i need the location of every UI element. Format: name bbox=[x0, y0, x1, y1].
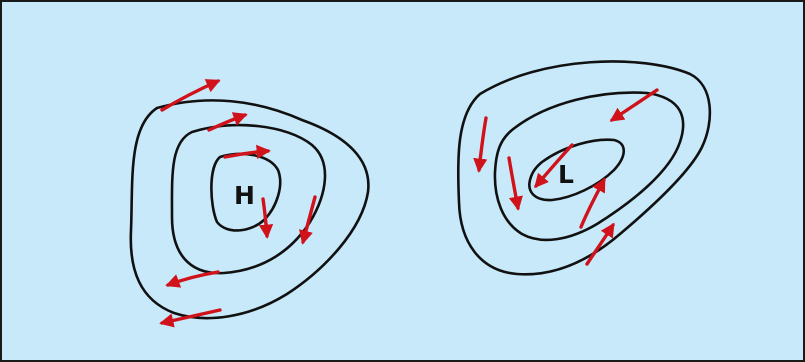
wind-arrow bbox=[299, 195, 317, 245]
low-wind-arrows bbox=[473, 88, 659, 266]
wind-arrow bbox=[579, 177, 606, 229]
high-middle-isobar bbox=[170, 123, 327, 275]
wind-arrow bbox=[473, 116, 488, 173]
low-pressure-label: L bbox=[558, 160, 574, 189]
high-pressure-label: H bbox=[234, 181, 255, 210]
wind-arrow bbox=[223, 144, 271, 159]
high-outer-isobar bbox=[129, 99, 370, 320]
wind-arrow bbox=[507, 156, 523, 211]
low-middle-isobar bbox=[493, 91, 685, 242]
wind-arrow bbox=[585, 222, 615, 266]
high-wind-arrows bbox=[159, 79, 317, 328]
low-outer-isobar bbox=[456, 60, 712, 276]
wind-arrow bbox=[159, 308, 222, 328]
wind-arrow bbox=[207, 112, 248, 132]
wind-arrow bbox=[534, 143, 574, 189]
wind-arrow bbox=[609, 88, 659, 122]
low-pressure-system: L bbox=[456, 60, 712, 276]
wind-arrow bbox=[160, 79, 221, 112]
wind-arrow bbox=[165, 270, 220, 288]
low-inner-isobar bbox=[528, 138, 626, 202]
wind-arrow bbox=[258, 197, 274, 239]
